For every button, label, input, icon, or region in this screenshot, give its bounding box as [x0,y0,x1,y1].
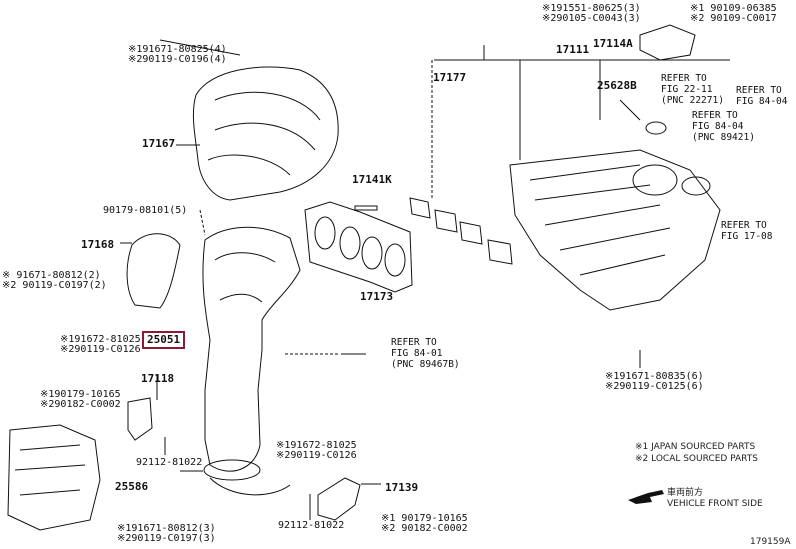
part-17167[interactable]: 17167 [142,137,176,150]
fastener-bottom-left-1[interactable]: ※191671-80812(3) [117,523,216,534]
part-92112-lower[interactable]: 92112-81022 [278,520,345,531]
fastener-center-1[interactable]: ※191672-81025 [276,440,357,451]
fastener-top-right-a2[interactable]: ※290105-C0043(3) [542,13,641,24]
heat-insulator-17167 [192,66,339,201]
manifold-gasket-17173 [304,201,413,293]
fastener-center-2[interactable]: ※290119-C0126 [276,450,357,461]
part-17177[interactable]: 17177 [433,71,467,84]
figure-id: 179159A [750,537,791,547]
part-17173[interactable]: 17173 [360,290,394,303]
stay-17118 [127,397,153,441]
front-direction-arrow [628,490,664,504]
heat-insulator-17168 [126,233,181,309]
direction-label-en: VEHICLE FRONT SIDE [667,499,763,509]
fastener-25051-2[interactable]: ※290119-C0126 [60,344,141,355]
fastener-manifold-2[interactable]: ※290119-C0125(6) [605,381,704,392]
fastener-25051-1[interactable]: ※191672-81025 [60,334,141,345]
fastener-top-right-b2[interactable]: ※2 90109-C0017 [690,13,777,24]
reference-fig-22-11[interactable]: REFER TO FIG 22-11 (PNC 22271) [661,73,724,106]
throttle-plate-17114A [639,24,696,61]
part-17111[interactable]: 17111 [556,43,590,56]
fastener-left-mid-1[interactable]: ※ 91671-80812(2) [2,270,101,281]
part-17139[interactable]: 17139 [385,481,419,494]
part-25051-highlighted[interactable]: 25051 [142,331,186,349]
part-25586[interactable]: 25586 [115,480,149,493]
fastener-manifold-1[interactable]: ※191671-80835(6) [605,371,704,382]
intake-gasket-17177 [409,197,513,265]
fastener-bottom-left-2[interactable]: ※290119-C0197(3) [117,533,216,544]
legend-local-sourced: ※2 LOCAL SOURCED PARTS [635,454,758,464]
part-25628B[interactable]: 25628B [597,79,637,92]
fastener-left-mid-2[interactable]: ※2 90119-C0197(2) [2,280,107,291]
fastener-top-left-2[interactable]: ※290119-C0196(4) [128,54,227,65]
intake-manifold-17111 [509,149,721,311]
part-17168[interactable]: 17168 [81,238,115,251]
fastener-bottom-right-1[interactable]: ※1 90179-10165 [381,513,468,524]
part-90179-08101[interactable]: 90179-08101(5) [103,205,188,216]
legend-japan-sourced: ※1 JAPAN SOURCED PARTS [635,442,756,452]
exhaust-manifold-converter [202,226,301,472]
part-17114A[interactable]: 17114A [593,37,633,50]
part-17141K[interactable]: 17141K [352,173,392,186]
stay-17139 [317,477,361,521]
fastener-bottom-right-2[interactable]: ※2 90182-C0002 [381,523,468,534]
part-17118[interactable]: 17118 [141,372,175,385]
reference-fig-84-04[interactable]: REFER TO FIG 84-04 [736,85,788,107]
heat-insulator-25586 [7,424,101,531]
fastener-17118-2[interactable]: ※290182-C0002 [40,399,121,410]
reference-fig-84-04-pnc[interactable]: REFER TO FIG 84-04 (PNC 89421) [692,110,755,143]
fastener-17118-1[interactable]: ※190179-10165 [40,389,121,400]
direction-label-jp: 車両前方 [667,488,704,498]
part-92112-upper[interactable]: 92112-81022 [136,457,203,468]
reference-fig-84-01[interactable]: REFER TO FIG 84-01 (PNC 89467B) [391,337,460,370]
fastener-top-right-b1[interactable]: ※1 90109-06385 [690,3,777,14]
fastener-top-right-a1[interactable]: ※191551-80625(3) [542,3,641,14]
reference-fig-17-08[interactable]: REFER TO FIG 17-08 [721,220,773,242]
fastener-top-left-1[interactable]: ※191671-80825(4) [128,44,227,55]
